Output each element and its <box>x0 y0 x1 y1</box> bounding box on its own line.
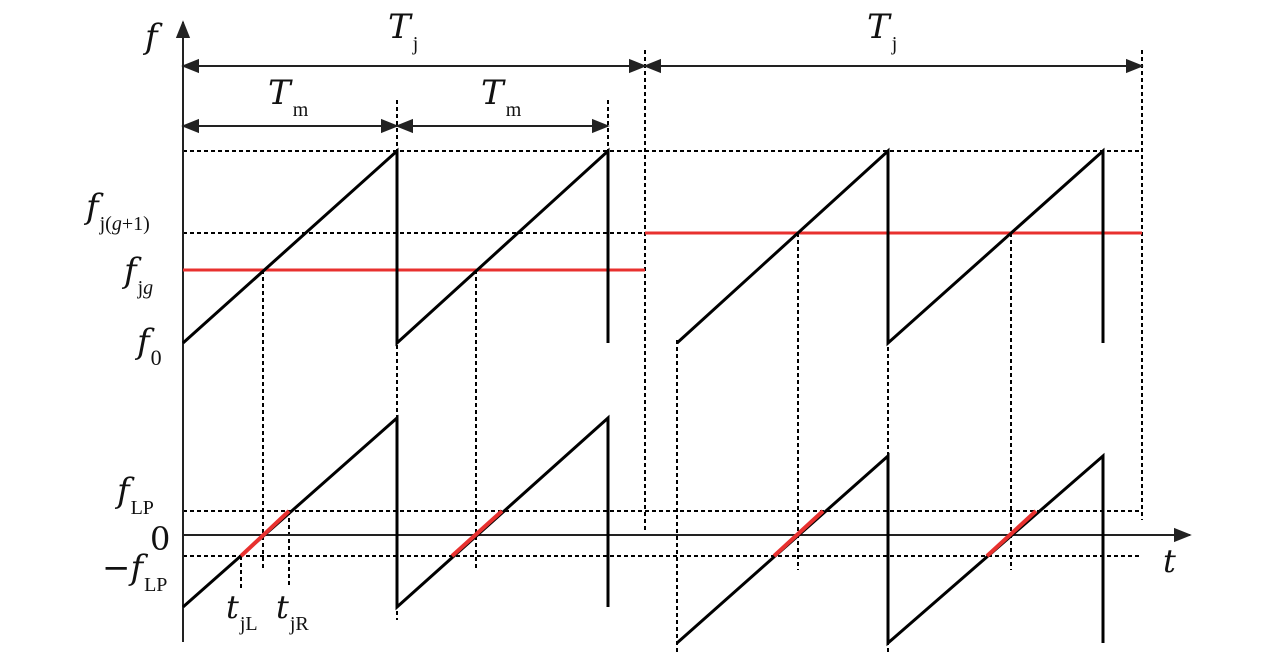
frequency-levels <box>183 231 1142 272</box>
t-axis-label: t <box>1163 542 1176 580</box>
lp-segment-3 <box>772 509 825 558</box>
f-lp-label: fLP <box>114 471 154 519</box>
zero-label: 0 <box>150 520 170 558</box>
lowpass-segments <box>239 509 1038 558</box>
t-jl-label: tjL <box>226 588 258 635</box>
lp-segment-2 <box>450 509 504 558</box>
lower-ramp-1 <box>182 414 610 611</box>
upper-sawtooth <box>181 147 1105 347</box>
f-jg1-label: fj(g+1) <box>83 187 150 235</box>
lp-segment-4 <box>985 509 1038 558</box>
lower-sawtooth <box>182 414 1105 647</box>
lp-segment-1 <box>239 509 291 558</box>
upper-ramp-1 <box>181 147 610 347</box>
axes <box>175 20 1192 642</box>
horizontal-dashed-guides <box>183 150 1142 557</box>
f-0-label: f0 <box>134 322 162 370</box>
upper-ramp-2 <box>675 147 1105 347</box>
vertical-dashed-guides <box>240 50 1143 655</box>
lower-ramp-2 <box>676 452 1105 647</box>
period-arrows <box>181 58 1144 134</box>
f-jg-label: fjg <box>121 251 153 299</box>
f-axis-label: f <box>142 17 163 57</box>
t-jr-label: tjR <box>276 588 309 635</box>
